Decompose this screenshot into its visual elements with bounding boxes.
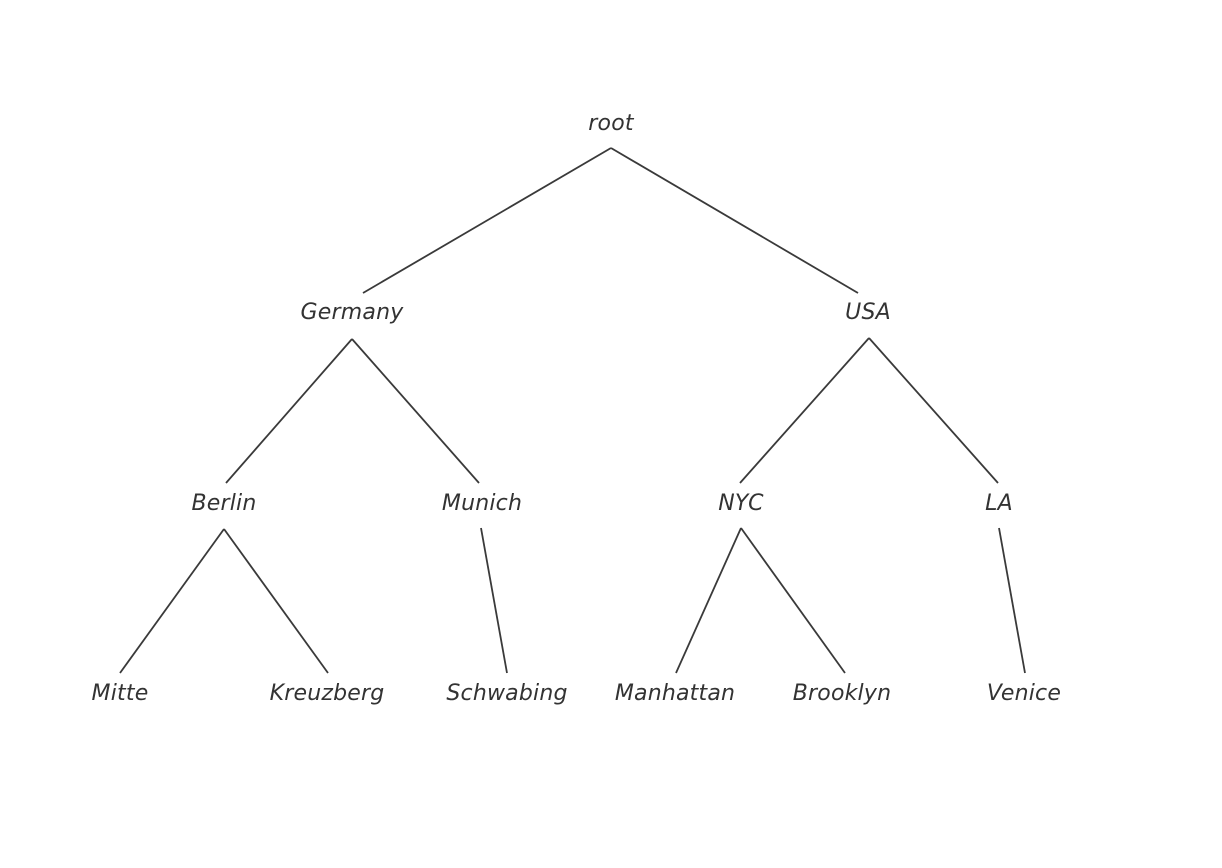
tree-node-berlin[interactable]: Berlin [191, 491, 257, 516]
tree-node-munich[interactable]: Munich [441, 491, 523, 516]
tree-edge-usa-nyc [739, 337, 870, 484]
tree-node-kreuzberg[interactable]: Kreuzberg [269, 681, 385, 706]
tree-edge-munich-schwabing [480, 527, 508, 674]
tree-edge-la-venice [998, 527, 1026, 674]
tree-edge-germany-berlin [225, 338, 353, 484]
tree-node-usa[interactable]: USA [845, 300, 891, 325]
tree-node-mitte[interactable]: Mitte [91, 681, 149, 706]
tree-node-nyc[interactable]: NYC [718, 491, 764, 516]
tree-edge-usa-la [868, 337, 999, 484]
tree-edge-berlin-mitte [119, 528, 225, 674]
tree-edge-root-germany [362, 147, 612, 294]
tree-edge-root-usa [610, 147, 859, 294]
tree-node-schwabing[interactable]: Schwabing [446, 681, 568, 706]
tree-edge-nyc-manhattan [675, 527, 742, 674]
tree-node-root[interactable]: root [588, 111, 634, 136]
tree-node-venice[interactable]: Venice [986, 681, 1062, 706]
tree-edge-berlin-kreuzberg [223, 528, 329, 674]
tree-edge-germany-munich [351, 338, 480, 484]
tree-node-brooklyn[interactable]: Brooklyn [792, 681, 892, 706]
tree-node-la[interactable]: LA [985, 491, 1013, 516]
tree-node-germany[interactable]: Germany [300, 300, 404, 325]
tree-edge-nyc-brooklyn [740, 527, 846, 674]
tree-node-manhattan[interactable]: Manhattan [614, 681, 736, 706]
